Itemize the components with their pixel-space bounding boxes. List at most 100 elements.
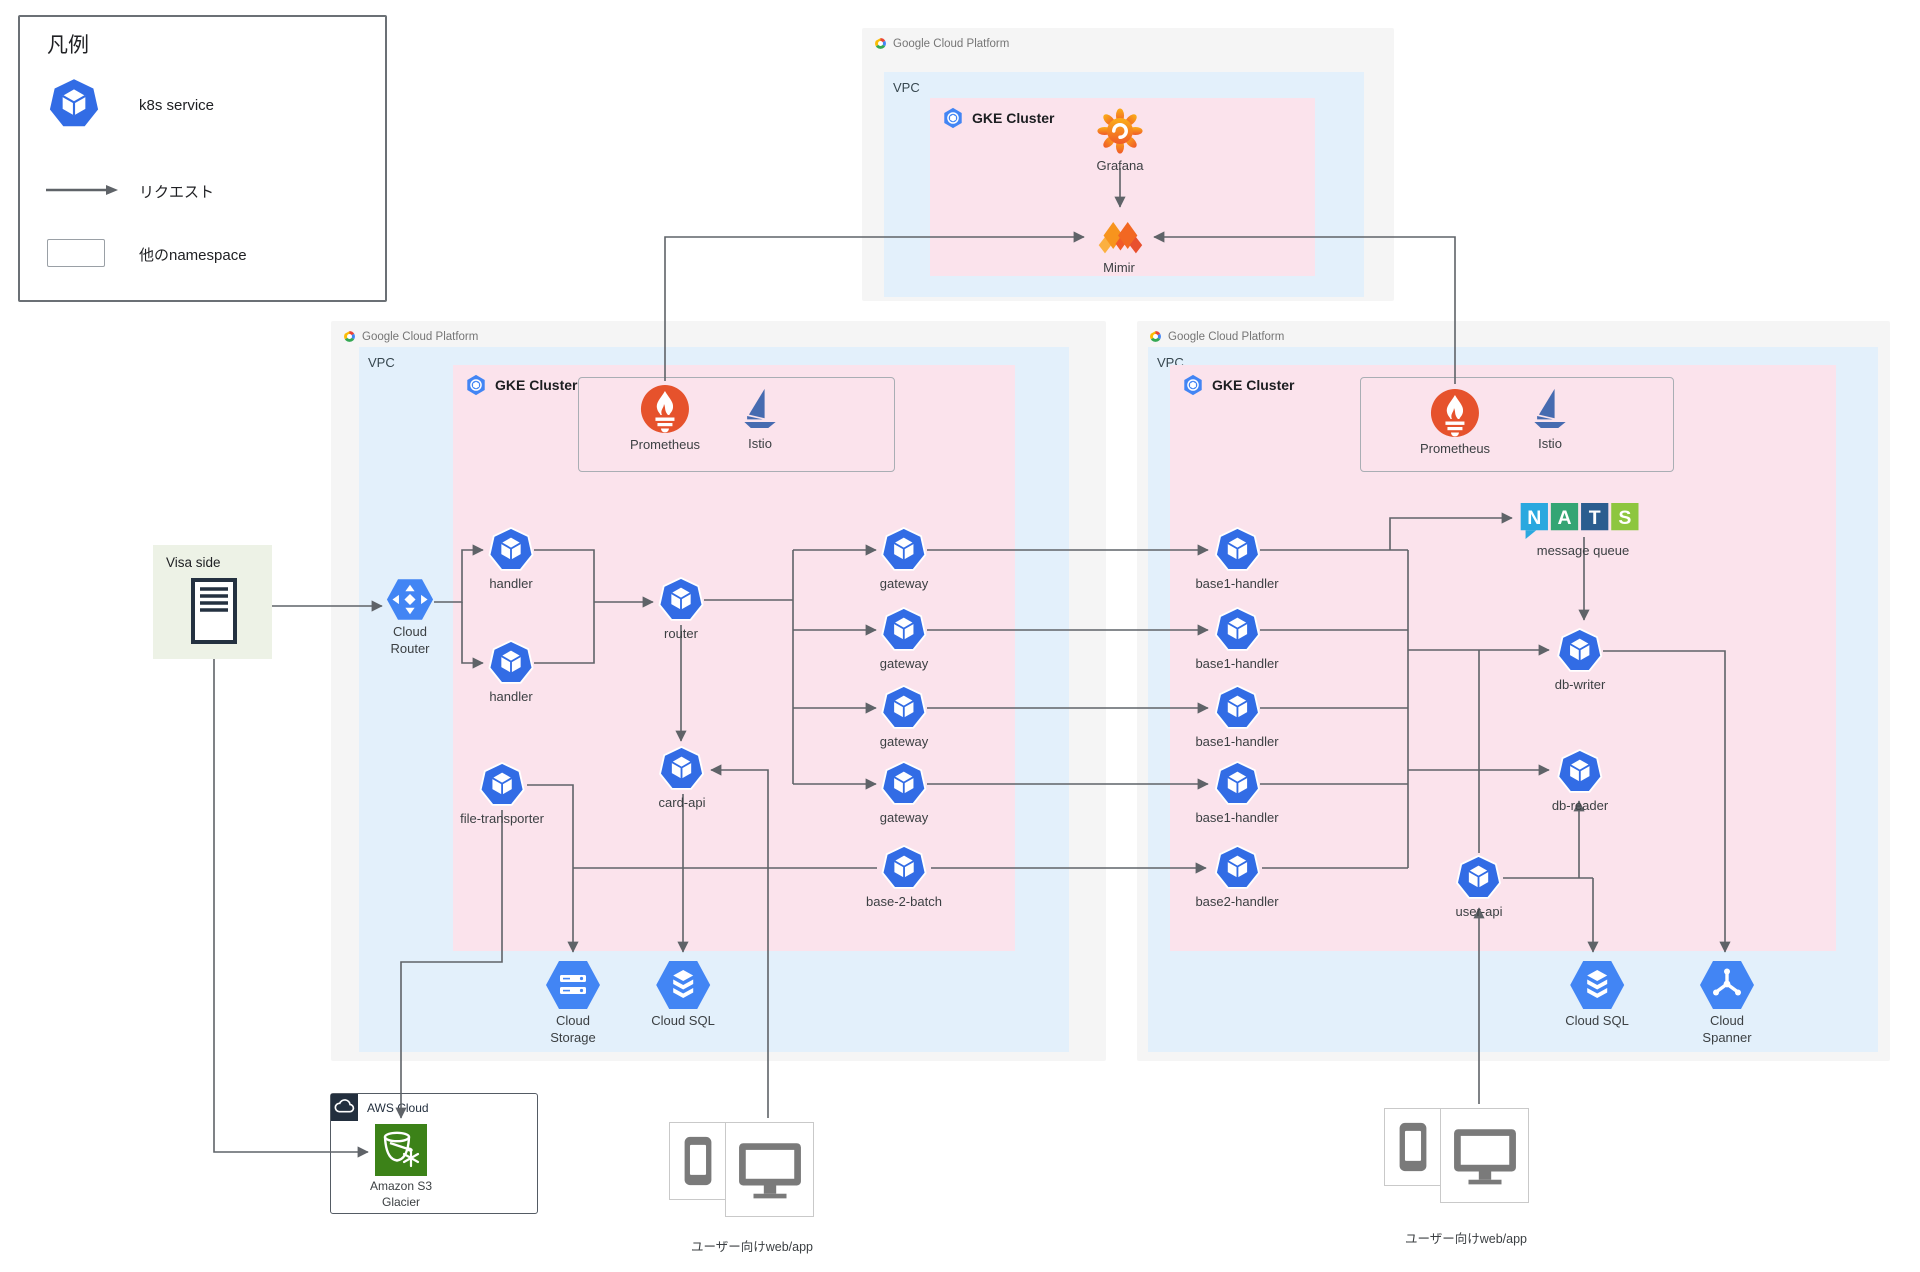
node-base1-handler-3: base1-handler bbox=[1195, 685, 1279, 751]
gke-header: GKE Cluster bbox=[465, 374, 577, 396]
aws-cloud-label: AWS Cloud bbox=[367, 1101, 429, 1115]
gke-cluster-label: GKE Cluster bbox=[972, 110, 1055, 126]
gke-icon bbox=[1182, 374, 1204, 396]
gcp-platform-label: Google Cloud Platform bbox=[893, 37, 1010, 50]
k8s-service-icon bbox=[658, 577, 704, 623]
node-label: card-api bbox=[658, 795, 706, 810]
user-devices-left-monitor bbox=[725, 1122, 814, 1217]
node-label: Amazon S3 Glacier bbox=[369, 1179, 433, 1209]
k8s-service-icon bbox=[1214, 685, 1260, 731]
namespace-box-right bbox=[1360, 377, 1674, 472]
node-label: user-api bbox=[1455, 904, 1503, 919]
k8s-service-icon bbox=[881, 527, 927, 573]
cloud-storage-icon bbox=[545, 960, 601, 1010]
k8s-service-icon bbox=[881, 607, 927, 653]
node-cloud-storage: Cloud Storage bbox=[540, 960, 606, 1047]
cloud-router-icon bbox=[386, 578, 434, 621]
gcp-header: Google Cloud Platform bbox=[1149, 330, 1284, 343]
node-grafana: Grafana bbox=[1096, 107, 1144, 175]
users-label-right: ユーザー向けweb/app bbox=[1404, 1232, 1528, 1246]
gke-header: GKE Cluster bbox=[1182, 374, 1294, 396]
svg-text:A: A bbox=[1557, 507, 1571, 529]
k8s-service-icon bbox=[881, 845, 927, 891]
google-cloud-logo-icon bbox=[1149, 330, 1162, 343]
namespace-rect-icon bbox=[47, 239, 105, 267]
k8s-service-icon bbox=[1557, 749, 1603, 795]
node-cloud-sql-right: Cloud SQL bbox=[1565, 960, 1629, 1030]
nats-logo-icon: N A T S bbox=[1520, 503, 1639, 540]
vpc-label: VPC bbox=[893, 80, 920, 95]
node-label: base1-handler bbox=[1195, 734, 1279, 749]
k8s-service-icon bbox=[1214, 845, 1260, 891]
node-db-writer: db-writer bbox=[1554, 628, 1606, 694]
prometheus-icon bbox=[1430, 388, 1480, 438]
node-label: Cloud Storage bbox=[550, 1013, 596, 1045]
node-label: Istio bbox=[748, 436, 772, 451]
k8s-service-icon bbox=[1214, 761, 1260, 807]
user-devices-right-phone bbox=[1384, 1108, 1442, 1186]
monitor-icon bbox=[1452, 1127, 1518, 1185]
node-prometheus-left: Prometheus bbox=[630, 384, 700, 454]
svg-text:S: S bbox=[1618, 507, 1631, 529]
node-label: Cloud Spanner bbox=[1702, 1013, 1752, 1045]
user-devices-left-phone bbox=[669, 1122, 727, 1200]
node-label: gateway bbox=[879, 734, 929, 749]
aws-cloud-icon bbox=[331, 1094, 358, 1121]
node-router: router bbox=[658, 577, 704, 643]
node-label: db-writer bbox=[1554, 677, 1606, 692]
gke-header: GKE Cluster bbox=[942, 107, 1054, 129]
k8s-service-icon bbox=[47, 77, 101, 131]
document-icon bbox=[189, 576, 239, 646]
k8s-service-icon bbox=[1214, 607, 1260, 653]
node-label: Cloud SQL bbox=[651, 1013, 715, 1028]
node-label: base-2-batch bbox=[866, 894, 942, 909]
node-label: db-reader bbox=[1551, 798, 1609, 813]
node-base1-handler-4: base1-handler bbox=[1195, 761, 1279, 827]
gcp-header: Google Cloud Platform bbox=[874, 37, 1009, 50]
cloud-spanner-icon bbox=[1699, 960, 1755, 1010]
users-label-left: ユーザー向けweb/app bbox=[690, 1240, 814, 1254]
node-gateway-3: gateway bbox=[880, 685, 928, 751]
k8s-service-icon bbox=[1557, 628, 1603, 674]
node-label: gateway bbox=[879, 810, 929, 825]
node-label: handler bbox=[489, 689, 533, 704]
node-label: Grafana bbox=[1096, 158, 1144, 173]
gke-cluster-label: GKE Cluster bbox=[1212, 377, 1295, 393]
k8s-service-icon bbox=[881, 685, 927, 731]
node-base-2-batch: base-2-batch bbox=[866, 845, 942, 911]
node-gateway-2: gateway bbox=[880, 607, 928, 673]
k8s-service-icon bbox=[881, 761, 927, 807]
s3-glacier-icon bbox=[375, 1124, 427, 1176]
legend-k8s-label: k8s service bbox=[139, 97, 215, 114]
node-label: Cloud Router bbox=[390, 624, 430, 656]
gcp-platform-label: Google Cloud Platform bbox=[362, 330, 479, 343]
node-user-api: user-api bbox=[1455, 855, 1503, 921]
gcp-platform-label: Google Cloud Platform bbox=[1168, 330, 1285, 343]
k8s-service-icon bbox=[488, 640, 534, 686]
prometheus-icon bbox=[640, 384, 690, 434]
google-cloud-logo-icon bbox=[343, 330, 356, 343]
smartphone-icon bbox=[683, 1135, 713, 1187]
svg-text:T: T bbox=[1589, 507, 1601, 529]
node-nats-message-queue: N A T S message queue bbox=[1520, 503, 1646, 560]
visa-side-box: Visa side bbox=[153, 545, 272, 659]
node-label: Prometheus bbox=[629, 437, 701, 452]
node-cloud-sql-left: Cloud SQL bbox=[651, 960, 715, 1030]
cloud-sql-icon bbox=[1569, 960, 1625, 1010]
node-s3-glacier: Amazon S3 Glacier bbox=[361, 1124, 441, 1210]
istio-icon bbox=[737, 387, 783, 433]
node-istio-right: Istio bbox=[1527, 387, 1573, 453]
node-istio-left: Istio bbox=[737, 387, 783, 453]
legend-title: 凡例 bbox=[47, 34, 89, 57]
istio-icon bbox=[1527, 387, 1573, 433]
node-label: gateway bbox=[879, 576, 929, 591]
gcp-header: Google Cloud Platform bbox=[343, 330, 478, 343]
gke-icon bbox=[942, 107, 964, 129]
node-label: Istio bbox=[1538, 436, 1562, 451]
gke-icon bbox=[465, 374, 487, 396]
user-devices-right-monitor bbox=[1440, 1108, 1529, 1203]
node-label: message queue bbox=[1536, 543, 1630, 558]
k8s-service-icon bbox=[488, 527, 534, 573]
node-prometheus-right: Prometheus bbox=[1420, 388, 1490, 458]
